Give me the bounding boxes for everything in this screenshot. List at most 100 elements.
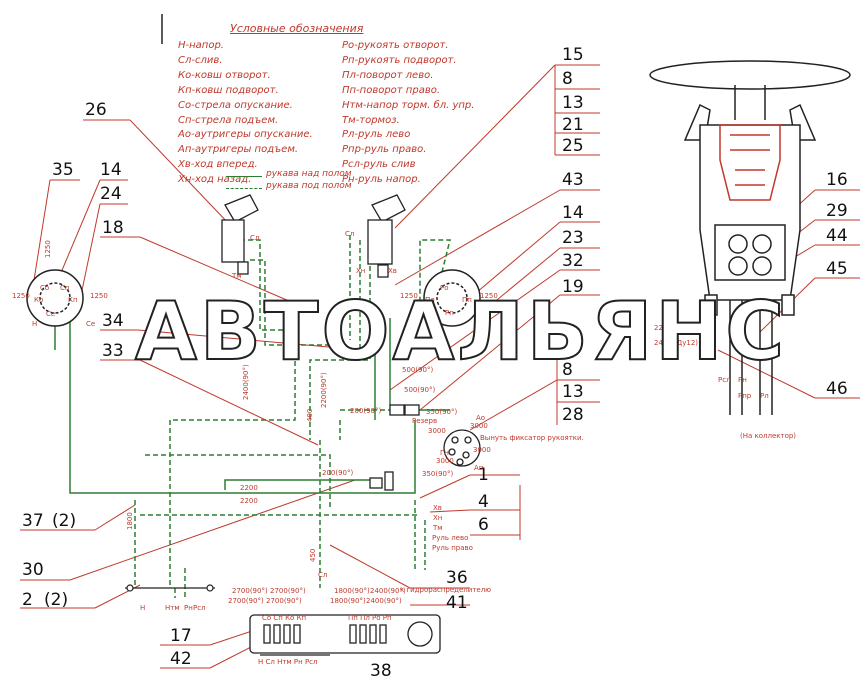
- svg-text:2400 (Ду12): 2400 (Ду12): [654, 339, 698, 347]
- svg-text:Н: Н: [140, 604, 145, 612]
- callout-24: 24: [100, 184, 122, 204]
- callout-8-lower: 8: [562, 360, 573, 380]
- svg-text:Се: Се: [86, 320, 95, 328]
- legend-solid-label: рукава над полом: [266, 169, 352, 179]
- svg-text:400: 400: [306, 409, 314, 422]
- legend-item: Рл-руль лево: [342, 129, 411, 141]
- svg-text:Пп: Пп: [462, 296, 472, 304]
- svg-text:3000: 3000: [428, 427, 446, 435]
- svg-text:Кп: Кп: [68, 296, 78, 304]
- svg-text:Ап: Ап: [474, 464, 483, 472]
- legend-item: Ро-рукоять отворот.: [342, 40, 449, 51]
- callout-16: 16: [826, 170, 848, 190]
- svg-text:Рн: Рн: [184, 604, 193, 612]
- legend-item: Со-стрела опускание.: [178, 99, 293, 111]
- svg-text:2700(90°): 2700(90°): [228, 597, 264, 605]
- svg-text:Вынуть фиксатор рукоятки.: Вынуть фиксатор рукоятки.: [480, 434, 584, 442]
- callout-1: 1: [478, 465, 489, 485]
- svg-text:2400(90°): 2400(90°): [370, 587, 406, 595]
- callout-13-lower: 13: [562, 382, 584, 402]
- svg-text:Гн: Гн: [440, 449, 449, 457]
- right-motor: [423, 269, 481, 327]
- svg-text:2700(90°): 2700(90°): [232, 587, 268, 595]
- legend-item: Ап-аутригеры подъем.: [178, 144, 299, 156]
- callout-28: 28: [562, 405, 584, 425]
- svg-text:Н: Н: [32, 320, 37, 328]
- svg-text:Ко: Ко: [34, 296, 43, 304]
- watermark: АВТОАЛЬЯНС: [134, 284, 788, 379]
- svg-text:1250: 1250: [44, 240, 52, 258]
- svg-text:Сп: Сп: [60, 284, 69, 292]
- svg-text:2400(90°): 2400(90°): [242, 364, 250, 400]
- hoses-solid: [54, 318, 450, 494]
- svg-text:к гидрораспределителю: к гидрораспределителю: [400, 586, 491, 594]
- callout-25: 25: [562, 136, 584, 156]
- tee-connectors: [369, 404, 420, 491]
- svg-text:3000: 3000: [436, 457, 454, 465]
- svg-text:Рп: Рп: [445, 309, 454, 317]
- right-joystick: [367, 194, 406, 278]
- legend-title: Условные обозначения: [230, 22, 364, 35]
- svg-text:3000: 3000: [470, 422, 488, 430]
- callout-6: 6: [478, 515, 489, 535]
- callout-14-left: 14: [100, 160, 122, 180]
- svg-text:350(90°): 350(90°): [422, 470, 453, 478]
- callout-13: 13: [562, 93, 584, 113]
- callout-41: 41: [446, 593, 468, 613]
- svg-text:2200: 2200: [240, 484, 258, 492]
- callout-15: 15: [562, 45, 584, 65]
- callout-43: 43: [562, 170, 584, 190]
- callout-26: 26: [85, 100, 107, 120]
- svg-text:2400(90°): 2400(90°): [366, 597, 402, 605]
- callout-38: 38: [370, 661, 392, 680]
- svg-text:Руль лево: Руль лево: [432, 534, 468, 542]
- legend-item: Ао-аутригеры опускание.: [178, 129, 313, 141]
- svg-text:3000: 3000: [473, 446, 491, 454]
- legend-item: Рп-рукоять подворот.: [342, 54, 457, 66]
- svg-text:Сл: Сл: [318, 571, 327, 579]
- svg-text:1800(90°): 1800(90°): [334, 587, 370, 595]
- legend-solid-line: [226, 176, 262, 177]
- bottom-manifold: [125, 584, 215, 592]
- left-joystick: [221, 194, 259, 275]
- svg-text:450: 450: [309, 549, 317, 562]
- callout-37: 37: [22, 511, 44, 531]
- legend-item: Пл-поворот лево.: [342, 69, 434, 81]
- callout-32: 32: [562, 251, 584, 271]
- svg-text:Сл: Сл: [345, 230, 354, 238]
- svg-text:500(90°): 500(90°): [404, 386, 435, 394]
- callout-21: 21: [562, 115, 584, 135]
- svg-text:2700(90°): 2700(90°): [270, 587, 306, 595]
- svg-text:Хв: Хв: [433, 504, 442, 512]
- legend-column-2: Ро-рукоять отворот. Рп-рукоять подворот.…: [342, 39, 474, 188]
- svg-text:Пп Пл Ро Рп: Пп Пл Ро Рп: [348, 614, 392, 622]
- svg-text:Тм: Тм: [231, 272, 242, 280]
- callout-23: 23: [562, 228, 584, 248]
- callout-18: 18: [102, 218, 124, 238]
- callout-14-right: 14: [562, 203, 584, 223]
- svg-text:Хн: Хн: [433, 514, 442, 522]
- svg-text:Рн: Рн: [738, 376, 747, 384]
- svg-text:Рпр: Рпр: [738, 392, 752, 400]
- svg-text:1250: 1250: [400, 292, 418, 300]
- legend-item: Рпр-руль право.: [342, 144, 427, 156]
- svg-text:1800: 1800: [126, 512, 134, 530]
- valve-block: [443, 429, 481, 467]
- callout-19: 19: [562, 277, 584, 297]
- svg-text:Се: Се: [46, 310, 55, 318]
- callout-2: 2: [22, 590, 33, 610]
- svg-text:1250: 1250: [90, 292, 108, 300]
- callout-stack-right: [394, 64, 600, 229]
- svg-text:Нтм: Нтм: [165, 604, 180, 612]
- callout-34: 34: [102, 311, 124, 331]
- callout-37-qty: (2): [52, 511, 76, 531]
- svg-text:Сл: Сл: [250, 234, 259, 242]
- svg-text:(На коллектор): (На коллектор): [740, 432, 796, 440]
- svg-text:Н Сл Нтм Рн Рсл: Н Сл Нтм Рн Рсл: [258, 658, 318, 666]
- svg-text:Рп: Рп: [478, 308, 487, 316]
- callout-35: 35: [52, 160, 74, 180]
- legend-item: Хн-ход назад.: [178, 174, 252, 186]
- svg-text:Рсл: Рсл: [193, 604, 206, 612]
- callout-36: 36: [446, 568, 468, 588]
